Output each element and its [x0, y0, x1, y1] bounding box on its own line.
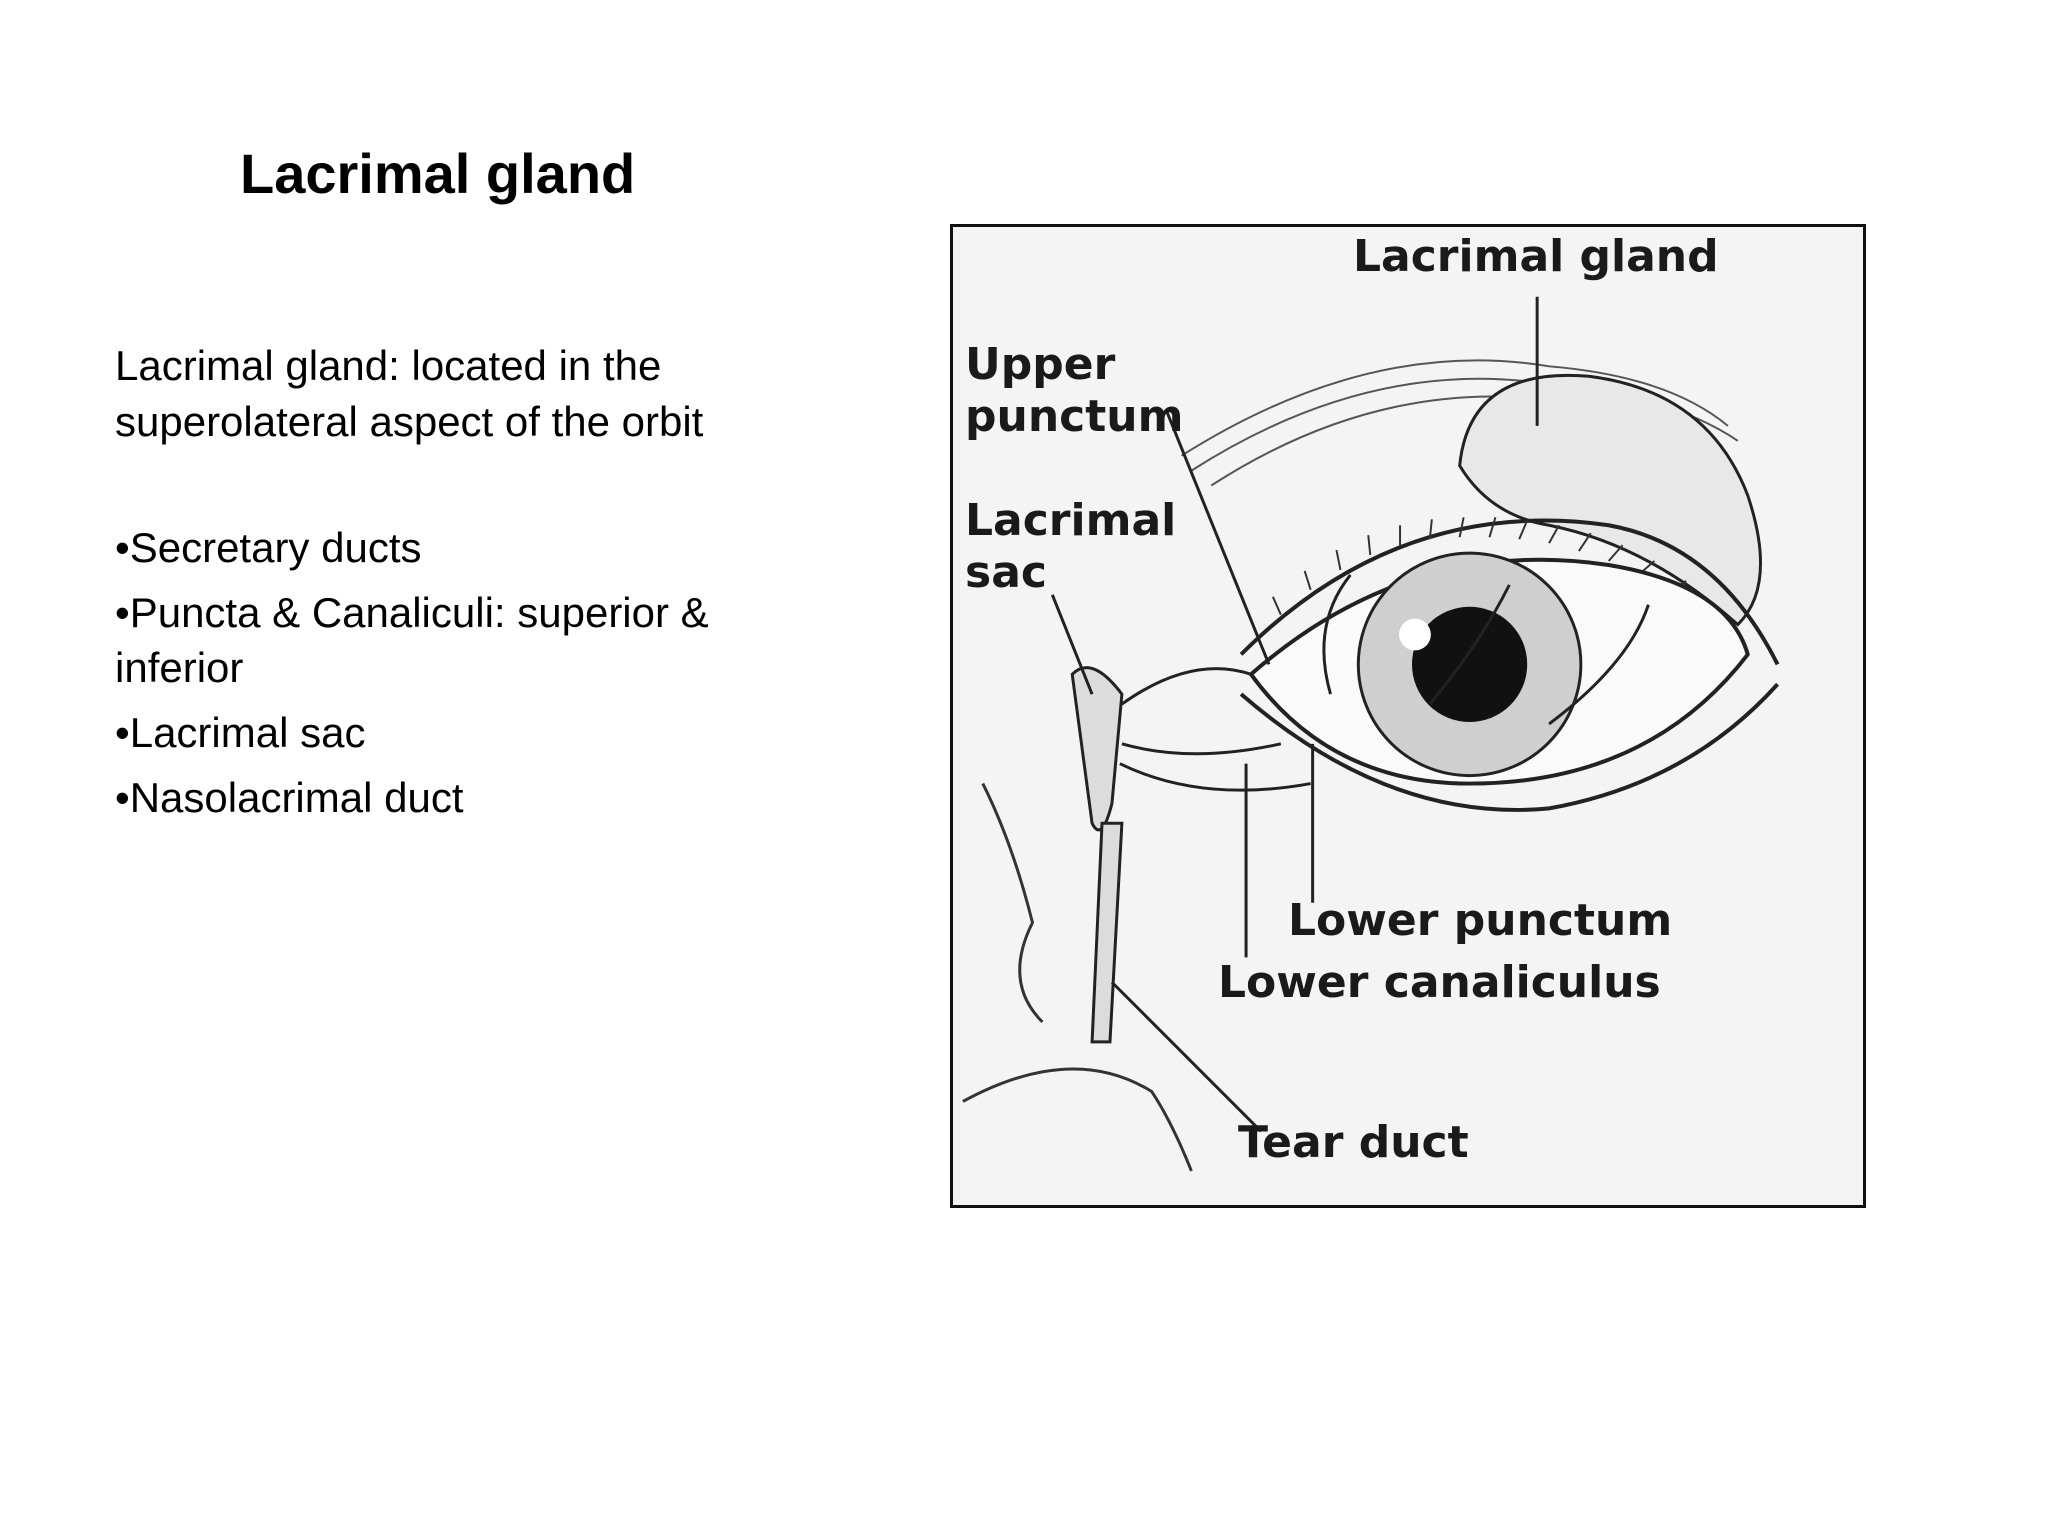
lacrimal-gland-shape — [1458, 373, 1763, 627]
label-lower-punctum: Lower punctum — [1288, 895, 1673, 946]
pupil — [1411, 606, 1528, 722]
label-upper-punctum: Upper punctum — [965, 339, 1184, 442]
label-lacrimal-sac: Lacrimal sac — [965, 495, 1177, 598]
eyelashes — [1271, 517, 1687, 616]
bullet-item: •Lacrimal sac — [115, 709, 366, 756]
slide-title: Lacrimal gland — [240, 142, 636, 205]
label-tear-duct: Tear duct — [1238, 1117, 1469, 1168]
upper-eyelid — [1239, 518, 1780, 666]
highlight — [1399, 618, 1431, 651]
lower-eyelid — [1239, 682, 1780, 812]
lacrimal-drainage — [1070, 666, 1124, 1044]
bullet-item: •Puncta & Canaliculi: superior & inferio… — [115, 589, 709, 691]
eye-illustration — [962, 296, 1780, 1172]
canaliculi-lines — [1119, 667, 1311, 792]
intro-text: Lacrimal gland: located in the superolat… — [115, 342, 704, 445]
leader-lines — [1050, 296, 1539, 1133]
label-lacrimal-gland: Lacrimal gland — [1353, 231, 1719, 282]
eye-anatomy-figure: Lacrimal gland Upper punctum Lacrimal sa… — [950, 224, 1866, 1208]
bullet-item: •Nasolacrimal duct — [115, 774, 464, 821]
bullet-list: •Secretary ducts •Puncta & Canaliculi: s… — [115, 520, 795, 835]
tear-flow-arrows — [1322, 573, 1650, 726]
bullet-item: •Secretary ducts — [115, 524, 422, 571]
nose-outline — [962, 782, 1193, 1172]
label-lower-canaliculus: Lower canaliculus — [1218, 957, 1661, 1008]
